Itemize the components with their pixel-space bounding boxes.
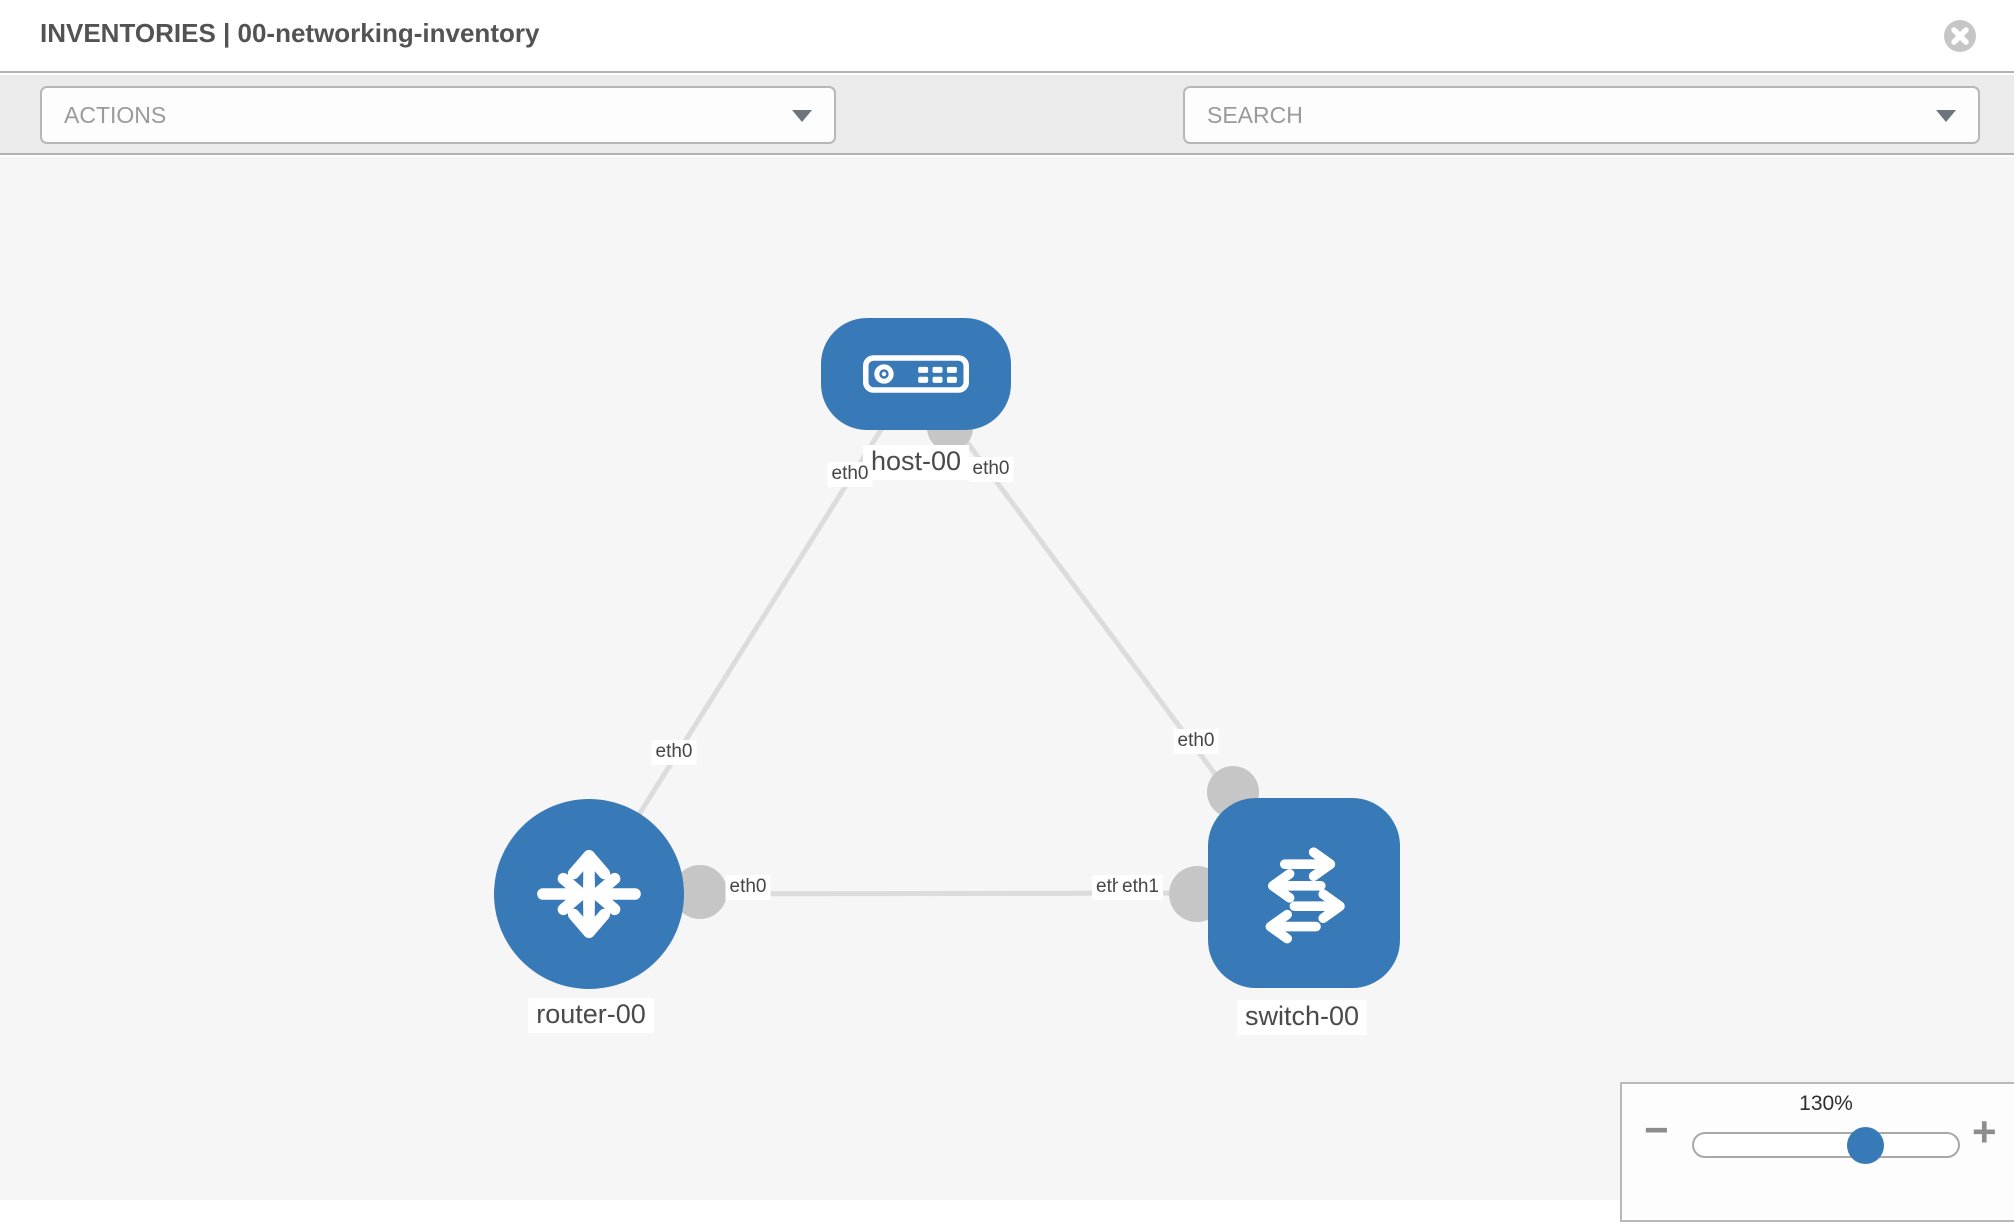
actions-dropdown-label: ACTIONS — [64, 101, 167, 128]
iface-label-switch-eth1: eth1 — [1118, 875, 1163, 900]
router-arrows-icon — [537, 849, 641, 939]
actions-dropdown[interactable]: ACTIONS — [40, 86, 836, 144]
close-icon[interactable] — [1942, 18, 1978, 54]
iface-label-switch-eth0-uplink: eth0 — [1173, 729, 1219, 754]
zoom-level-value: 130% — [1799, 1092, 1853, 1115]
zoom-slider-thumb[interactable] — [1847, 1127, 1884, 1164]
search-dropdown[interactable]: SEARCH — [1183, 86, 1980, 144]
links-layer — [586, 372, 1307, 922]
interface-dot-router — [673, 865, 727, 919]
zoom-out-button[interactable]: − — [1644, 1106, 1669, 1153]
node-label-router-00: router-00 — [528, 998, 654, 1033]
page-title: INVENTORIES | 00-networking-inventory — [40, 18, 540, 48]
header-bar: INVENTORIES | 00-networking-inventory — [0, 0, 2014, 73]
iface-label-host-eth0-left: eth0 — [827, 462, 873, 487]
iface-label-router-eth0: eth0 — [725, 875, 771, 900]
zoom-control-panel: 130% − + — [1620, 1082, 2014, 1222]
link-host-router — [586, 372, 919, 896]
node-host-00[interactable] — [821, 318, 1011, 430]
zoom-in-button[interactable]: + — [1972, 1108, 1997, 1155]
zoom-slider-track[interactable] — [1692, 1132, 1960, 1158]
node-label-host-00: host-00 — [862, 445, 970, 480]
node-switch-00[interactable] — [1208, 798, 1400, 988]
toolbar: ACTIONS SEARCH — [0, 75, 2014, 207]
iface-label-host-eth0-right: eth0 — [968, 457, 1014, 482]
caret-down-icon — [792, 110, 812, 122]
caret-down-icon — [1936, 110, 1956, 122]
node-router-00[interactable] — [494, 799, 684, 989]
server-icon — [863, 355, 969, 393]
iface-label-router-eth0-uplink: eth0 — [651, 740, 697, 765]
switch-arrows-icon — [1265, 847, 1345, 944]
search-placeholder: SEARCH — [1207, 101, 1303, 128]
node-label-switch-00: switch-00 — [1236, 1000, 1368, 1035]
topology-canvas[interactable]: host-00 router-00 switch-00 eth0 eth0 et… — [0, 157, 2014, 1200]
